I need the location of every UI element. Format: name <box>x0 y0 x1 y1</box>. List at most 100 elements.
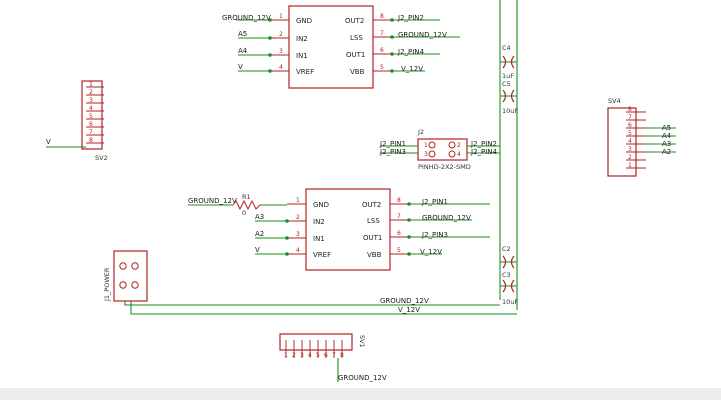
svg-text:0: 0 <box>242 209 246 217</box>
net-label-ground-12v: GROUND_12V <box>380 297 429 305</box>
svg-text:5: 5 <box>89 113 93 120</box>
net-label-a2: A2 <box>662 148 671 156</box>
svg-text:2: 2 <box>89 89 93 96</box>
net-label-a3: A3 <box>662 140 671 148</box>
net-label-ground-12v: GROUND_12V <box>338 374 387 382</box>
svg-text:J1_POWER: J1_POWER <box>103 267 111 302</box>
svg-text:OUT1: OUT1 <box>363 234 382 242</box>
ic-top-pin-6: 6 OUT1 <box>346 47 392 59</box>
svg-text:3: 3 <box>89 97 93 104</box>
svg-text:2: 2 <box>628 154 632 161</box>
svg-text:1: 1 <box>279 13 283 20</box>
sv2-pins: 1 2 3 4 5 6 7 8 <box>86 81 104 144</box>
svg-text:4: 4 <box>628 138 632 145</box>
svg-text:7: 7 <box>628 114 632 121</box>
resistor-r1[interactable]: R1 0 GROUND_12V <box>188 193 287 217</box>
net-label-ground-12v: GROUND_12V <box>398 31 447 39</box>
svg-text:VBB: VBB <box>350 68 365 76</box>
svg-text:C4: C4 <box>502 44 511 52</box>
svg-text:5: 5 <box>316 352 320 359</box>
svg-text:OUT2: OUT2 <box>362 201 381 209</box>
net-label-j2-pin3: J2_PIN3 <box>421 231 448 239</box>
capacitor-c3[interactable]: C3 10uF <box>500 271 518 306</box>
net-label-a5: A5 <box>662 124 671 132</box>
svg-text:10uF: 10uF <box>502 107 518 115</box>
svg-text:3: 3 <box>424 151 428 158</box>
svg-text:8: 8 <box>340 352 344 359</box>
svg-text:GND: GND <box>296 17 312 25</box>
svg-text:SV4: SV4 <box>608 97 621 105</box>
status-bar <box>0 388 721 400</box>
svg-text:OUT1: OUT1 <box>346 51 365 59</box>
net-label-ground-12v: GROUND_12V <box>188 197 237 205</box>
sv4-pins: 8 7 6 5 4 3 2 1 <box>626 106 646 169</box>
connector-sv4[interactable]: SV4 8 7 6 5 4 3 2 1 A5 A4 A3 A2 <box>607 97 676 177</box>
svg-text:SV2: SV2 <box>95 154 108 162</box>
svg-text:8: 8 <box>380 13 384 20</box>
svg-text:IN2: IN2 <box>296 35 308 43</box>
svg-text:8: 8 <box>89 137 93 144</box>
net-label-j2-pin1: J2_PIN1 <box>421 198 448 206</box>
ic-top-body <box>288 5 374 89</box>
net-label-v-12v: V_12V <box>398 306 420 314</box>
svg-text:VBB: VBB <box>367 251 382 259</box>
svg-text:3: 3 <box>300 352 304 359</box>
connector-sv1[interactable]: 1 2 3 4 5 6 7 8 SV1 GROUND_12V <box>279 333 387 382</box>
svg-text:2: 2 <box>457 142 461 149</box>
svg-text:1: 1 <box>628 162 632 169</box>
svg-text:6: 6 <box>89 121 93 128</box>
svg-text:VREF: VREF <box>296 68 314 76</box>
svg-text:C5: C5 <box>502 80 511 88</box>
ic-top[interactable]: 1 GND 2 IN2 3 IN1 4 VREF 8 OUT2 7 LSS <box>270 5 392 89</box>
net-label-ground-12v: GROUND_12V <box>222 14 271 22</box>
capacitor-c5[interactable]: C5 10uF <box>500 80 518 115</box>
ic-bottom[interactable]: 1 GND 2 IN2 3 IN1 4 VREF 8 OUT2 7 LSS <box>287 188 409 271</box>
svg-text:SV1: SV1 <box>358 335 366 348</box>
svg-text:5: 5 <box>628 130 632 137</box>
svg-text:2: 2 <box>292 352 296 359</box>
ic-top-nets: GROUND_12V A5 A4 V J2_PIN2 GROUND_12V J2… <box>222 14 460 73</box>
ic-top-pin-7: 7 LSS <box>350 30 392 42</box>
svg-text:5: 5 <box>380 64 384 71</box>
ic-bottom-nets: A3 A2 V J2_PIN1 GROUND_12V J2_PIN3 V_12V <box>255 198 490 256</box>
svg-text:4: 4 <box>279 64 283 71</box>
ic-top-pin-8: 8 OUT2 <box>345 13 392 25</box>
svg-text:7: 7 <box>397 213 401 220</box>
svg-text:1: 1 <box>284 352 288 359</box>
svg-text:1: 1 <box>424 142 428 149</box>
ic-bottom-pin-8: 8 OUT2 <box>362 197 409 209</box>
svg-text:4: 4 <box>457 151 461 158</box>
svg-text:1uF: 1uF <box>502 72 514 80</box>
capacitor-rail <box>499 0 518 310</box>
net-label-v-12v: V_12V <box>401 65 423 73</box>
ic-top-pin-2: 2 IN2 <box>270 31 308 43</box>
header-j2[interactable]: J2 1 3 2 4 PINHD-2X2-SMD J2_PIN1 J2_PIN3… <box>379 128 500 171</box>
svg-text:8: 8 <box>628 106 632 113</box>
capacitor-c4[interactable]: C4 1uF <box>500 44 517 80</box>
net-label-j2-pin4: J2_PIN4 <box>397 48 425 56</box>
net-label-v: V <box>238 63 243 71</box>
svg-text:4: 4 <box>89 105 93 112</box>
ic-bottom-pin-3: 3 IN1 <box>287 231 325 243</box>
ic-top-pin-5: 5 VBB <box>350 64 392 76</box>
connector-sv2[interactable]: 1 2 3 4 5 6 7 8 SV2 V <box>46 80 108 162</box>
net-label-v: V <box>46 138 51 146</box>
svg-text:6: 6 <box>324 352 328 359</box>
sv1-pins: 1 2 3 4 5 6 7 8 <box>284 340 344 359</box>
svg-text:J2: J2 <box>417 128 424 136</box>
net-label-j2-pin3: J2_PIN3 <box>379 148 406 156</box>
svg-text:4: 4 <box>308 352 312 359</box>
net-label-a5: A5 <box>238 30 247 38</box>
svg-text:2: 2 <box>279 31 283 38</box>
net-label-a3: A3 <box>255 213 264 221</box>
connector-j1-power[interactable]: J1_POWER GROUND_12V V_12V <box>103 250 517 315</box>
ic-top-pin-3: 3 IN1 <box>270 48 308 60</box>
svg-text:7: 7 <box>332 352 336 359</box>
svg-text:LSS: LSS <box>367 217 380 225</box>
net-label-a2: A2 <box>255 230 264 238</box>
net-label-ground-12v: GROUND_12V <box>422 214 471 222</box>
capacitor-c2[interactable]: C2 <box>500 245 517 269</box>
net-label-j2-pin2: J2_PIN2 <box>470 140 497 148</box>
net-label-j2-pin4: J2_PIN4 <box>470 148 498 156</box>
